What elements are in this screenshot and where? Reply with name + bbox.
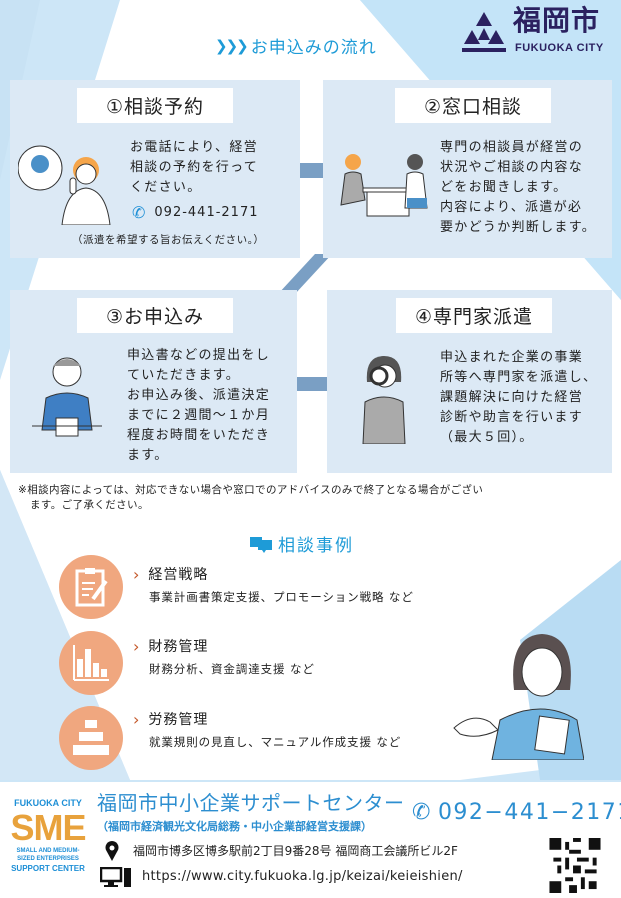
- text-line: 所等へ専門家を派遣し、: [440, 370, 598, 385]
- case-item-3: › 労務管理 就業規則の見直し、マニュアル作成支援 など: [133, 711, 401, 750]
- phone-icon: ✆: [132, 203, 147, 222]
- case-title: 経営戦略: [148, 567, 209, 583]
- text-line: 相談の予約を行って: [130, 160, 259, 175]
- note-line-1: ※相談内容によっては、対応できない場合や窓口でのアドバイスのみで終了となる場合が…: [18, 484, 484, 496]
- bar-chart-icon: [59, 631, 123, 695]
- consultation-illustration: [340, 154, 428, 217]
- logo-english: FUKUOKA CITY: [515, 42, 604, 54]
- footer-address: 福岡市博多区博多駅前2丁目9番28号 福岡商工会議所ビル2F: [105, 841, 458, 861]
- step-3-card: ③お申込み 申込書などの提出をし ていただきます。 お申込み後、派遣決定 までに…: [10, 290, 297, 473]
- chevron-right-icon: ›: [133, 565, 141, 584]
- cases-title: 相談事例: [250, 531, 354, 556]
- qr-code[interactable]: [549, 838, 601, 893]
- step-3-heading: ③お申込み: [77, 298, 233, 333]
- logo-name: 福岡市: [513, 4, 601, 37]
- text-line: までに２週間～１か月: [127, 408, 271, 423]
- connector-2-3: [278, 254, 332, 294]
- speech-bubbles-icon: [250, 536, 272, 553]
- flow-title-text: お申込みの流れ: [250, 38, 377, 58]
- text-line: 申込書などの提出をし: [127, 348, 271, 363]
- text-line: 状況やご相談の内容な: [440, 160, 584, 175]
- step-4-card: ④専門家派遣 申込まれた企業の事業 所等へ専門家を派遣し、 課題解決に向けた経営…: [327, 290, 612, 473]
- text-line: 専門の相談員が経営の: [440, 140, 584, 155]
- footer-phone[interactable]: ✆ 092−441−2171: [412, 800, 621, 826]
- footer: [0, 782, 621, 898]
- text-line: 要かどうか判断します。: [440, 220, 597, 235]
- case-title: 労務管理: [148, 712, 209, 728]
- step-1-heading: ①相談予約: [77, 88, 233, 123]
- org-subtitle: （福岡市経済観光文化局総務・中小企業部経営支援課）: [97, 820, 372, 833]
- connector-1-2: [298, 163, 325, 178]
- writing-illustration: [32, 357, 102, 437]
- sme-logo-main: SME: [10, 807, 86, 848]
- footer-url[interactable]: https://www.city.fukuoka.lg.jp/keizai/ke…: [100, 867, 463, 887]
- case-desc: 事業計画書策定支援、プロモーション戦略 など: [149, 590, 414, 604]
- text-line: 課題解決に向けた経営: [440, 390, 584, 405]
- step-1-phone-number: 092-441-2171: [154, 205, 259, 220]
- text-line: 申込まれた企業の事業: [440, 350, 584, 365]
- step-1-card: ①相談予約 お電話により、経営 相談の予約を行って ください。 ✆ 092-44…: [10, 80, 300, 258]
- text-line: 内容により、派遣が必: [440, 200, 583, 215]
- note-line-2: ます。ご了承ください。: [30, 499, 149, 511]
- people-icon: [59, 706, 123, 770]
- cases-title-text: 相談事例: [278, 536, 354, 556]
- case-item-2: › 財務管理 財務分析、資金調達支援 など: [133, 638, 315, 677]
- step-3-text: 申込書などの提出をし ていただきます。 お申込み後、派遣決定 までに２週間～１か…: [127, 346, 270, 466]
- text-line: お電話により、経営: [130, 140, 258, 155]
- magnifier-illustration: [362, 356, 406, 444]
- sme-logo-sub: SMALL AND MEDIUM-SIZED ENTERPRISES: [16, 848, 80, 862]
- text-line: 程度お時間をいただき: [127, 428, 271, 443]
- text-line: ていただきます。: [127, 368, 241, 383]
- triple-chevron-icon: ❯❯❯: [215, 36, 249, 55]
- step-4-heading: ④専門家派遣: [396, 298, 552, 333]
- url-link[interactable]: https://www.city.fukuoka.lg.jp/keizai/ke…: [142, 869, 463, 884]
- step-1-phone: ✆ 092-441-2171: [132, 204, 259, 222]
- step-4-text: 申込まれた企業の事業 所等へ専門家を派遣し、 課題解決に向けた経営 診断や助言を…: [440, 348, 597, 448]
- phone-icon: ✆: [412, 800, 432, 825]
- advisor-woman-illustration: [453, 634, 584, 760]
- sme-logo-top: FUKUOKA CITY: [14, 798, 82, 808]
- case-desc: 就業規則の見直し、マニュアル作成支援 など: [149, 735, 402, 749]
- text-line: 診断や助言を行います: [440, 410, 584, 425]
- text-line: お申込み後、派遣決定: [127, 388, 271, 403]
- address-text: 福岡市博多区博多駅前2丁目9番28号 福岡商工会議所ビル2F: [133, 844, 458, 858]
- step-2-heading: ②窓口相談: [395, 88, 551, 123]
- step-2-text: 専門の相談員が経営の 状況やご相談の内容な どをお聞きします。 内容により、派遣…: [440, 138, 596, 238]
- map-pin-icon: [105, 841, 119, 861]
- fukuoka-city-logo: 福岡市 FUKUOKA CITY: [460, 4, 610, 56]
- step-2-card: ②窓口相談 専門の相談員が経営の 状況やご相談の内容な どをお聞きします。 内容…: [323, 80, 612, 258]
- phone-call-illustration: [18, 145, 111, 225]
- text-line: ます。: [127, 448, 169, 463]
- text-line: ください。: [130, 180, 202, 195]
- case-item-1: › 経営戦略 事業計画書策定支援、プロモーション戦略 など: [133, 566, 414, 605]
- flow-title: ❯❯❯ お申込みの流れ: [215, 33, 377, 59]
- step-1-text: お電話により、経営 相談の予約を行って ください。: [130, 138, 258, 198]
- chevron-right-icon: ›: [133, 710, 141, 729]
- sme-logo: FUKUOKA CITY SME SMALL AND MEDIUM-SIZED …: [8, 798, 88, 874]
- computer-icon: [100, 867, 131, 887]
- clipboard-icon: [59, 555, 123, 619]
- city-emblem-icon: [462, 12, 506, 52]
- case-title: 財務管理: [148, 639, 209, 655]
- chevron-right-icon: ›: [133, 637, 141, 656]
- sme-logo-bottom: SUPPORT CENTER: [11, 864, 85, 873]
- connector-3-4: [296, 377, 328, 391]
- text-line: （最大５回）。: [440, 430, 534, 445]
- footer-phone-number[interactable]: 092−441−2171: [437, 800, 621, 825]
- case-desc: 財務分析、資金調達支援 など: [149, 662, 315, 676]
- text-line: どをお聞きします。: [440, 180, 568, 195]
- disclaimer-note: ※相談内容によっては、対応できない場合や窓口でのアドバイスのみで終了となる場合が…: [18, 483, 608, 513]
- step-1-note: （派遣を希望する旨お伝えください。）: [72, 234, 265, 246]
- org-name: 福岡市中小企業サポートセンター: [97, 791, 405, 815]
